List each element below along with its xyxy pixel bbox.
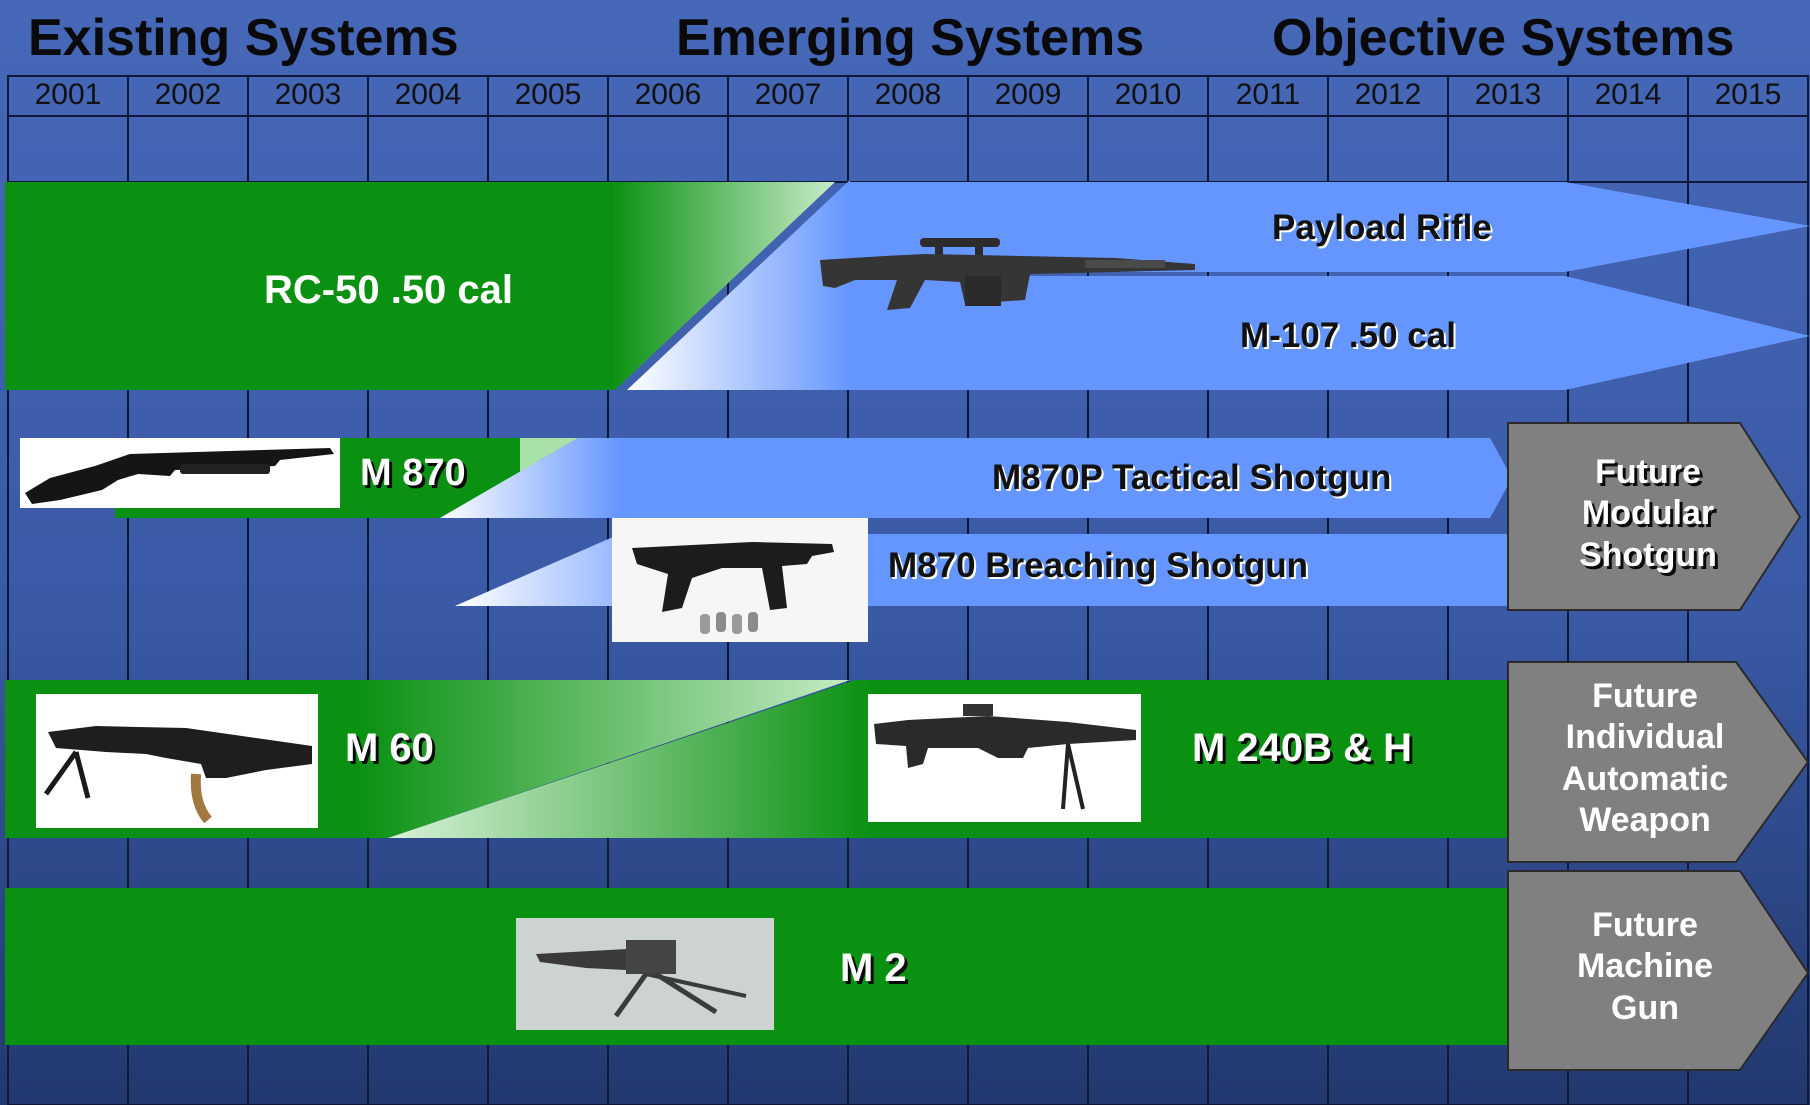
pump-shotgun-icon (20, 438, 340, 508)
payload-rifle-label: Payload Rifle (1272, 208, 1492, 247)
year-label: 2006 (634, 78, 702, 111)
phase-objective: Objective Systems (1272, 9, 1735, 67)
future-shotgun-label: Future Modular Shotgun (1579, 453, 1717, 574)
year-label: 2013 (1474, 78, 1542, 111)
future-iaw-label: Future Individual Automatic Weapon (1561, 677, 1729, 840)
breaching-shotgun-icon (612, 518, 868, 642)
year-label: 2010 (1114, 78, 1182, 111)
year-label: 2004 (394, 78, 462, 111)
year-label: 2008 (874, 78, 942, 111)
year-label: 2003 (274, 78, 342, 111)
year-label: 2002 (154, 78, 222, 111)
m107-arrow (627, 180, 1810, 390)
m240-label: M 240B & H (1192, 726, 1413, 770)
year-label: 2015 (1714, 78, 1782, 111)
year-label: 2001 (34, 78, 102, 111)
m240-fade (388, 680, 870, 838)
m60-label: M 60 (345, 726, 434, 770)
m2-label: M 2 (840, 946, 907, 990)
year-label: 2005 (514, 78, 582, 111)
year-label: 2009 (994, 78, 1062, 111)
future-shotgun-shape (1507, 422, 1802, 611)
year-label: 2011 (1235, 78, 1301, 111)
m870-label: M 870 (360, 452, 466, 494)
heavy-machine-gun-icon (516, 918, 774, 1030)
rc50-fade (612, 182, 835, 390)
m870p-arrow (440, 438, 1512, 518)
future-mg-label: Future Machine Gun (1576, 906, 1714, 1027)
m60-fade (360, 680, 850, 838)
rc50-label: RC-50 .50 cal (264, 268, 514, 312)
year-label: 2012 (1354, 78, 1422, 111)
year-label: 2014 (1594, 78, 1662, 111)
future-iaw-shape (1507, 661, 1810, 863)
m870p-label: M870P Tactical Shotgun (992, 458, 1392, 497)
payload-rifle-arrow (848, 182, 1810, 272)
m107-label: M-107 .50 cal (1240, 316, 1456, 355)
m870-breaching-label: M870 Breaching Shotgun (888, 546, 1309, 585)
m240-icon (868, 694, 1141, 822)
rc50-band (5, 182, 612, 390)
year-label: 2007 (754, 78, 822, 111)
future-mg-shape (1507, 870, 1810, 1071)
phase-emerging: Emerging Systems (676, 9, 1145, 67)
sniper-rifle-icon (820, 238, 1195, 310)
phase-existing: Existing Systems (28, 9, 459, 67)
machine-gun-icon (36, 694, 318, 828)
m107-fade (627, 180, 850, 390)
